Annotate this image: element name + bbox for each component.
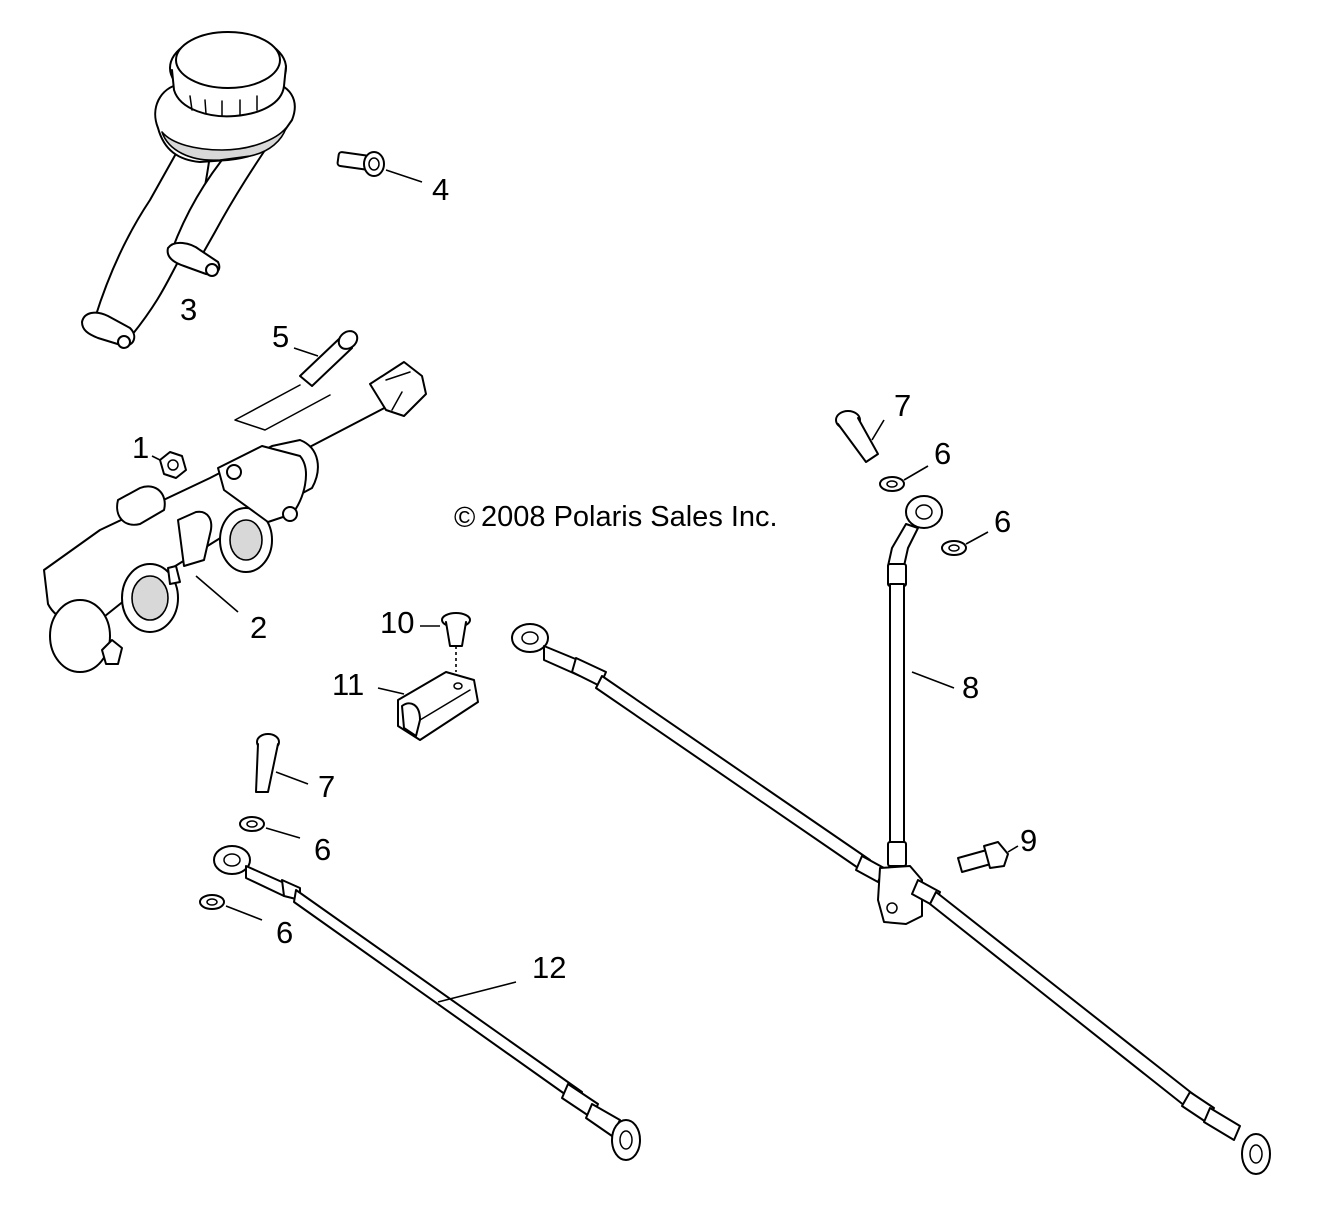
bolt-9 <box>957 841 1019 873</box>
washer-6-right-top <box>879 465 929 492</box>
callout-8: 8 <box>962 670 979 705</box>
callout-11: 11 <box>332 667 364 702</box>
callout-7-left: 7 <box>318 769 335 804</box>
callout-5: 5 <box>272 319 289 354</box>
copyright-symbol: © <box>454 502 475 534</box>
washer-6-right-side <box>941 531 989 556</box>
master-cylinder <box>43 361 427 673</box>
callout-12: 12 <box>532 950 566 985</box>
washer-6-left-top <box>239 816 301 839</box>
callout-1: 1 <box>132 430 149 465</box>
callout-7-right: 7 <box>894 388 911 423</box>
fitting-4 <box>336 151 423 183</box>
bolt-7-left <box>255 733 309 793</box>
callout-6-right-side: 6 <box>994 504 1011 539</box>
brake-line-8 <box>887 495 955 867</box>
callout-6-left-bottom: 6 <box>276 915 293 950</box>
callout-6-right-top: 6 <box>934 436 951 471</box>
screw-10 <box>420 612 471 672</box>
callout-9: 9 <box>1020 823 1037 858</box>
reservoir-hose-assembly <box>81 31 296 349</box>
nut-1 <box>151 451 187 479</box>
callout-3: 3 <box>180 292 197 327</box>
washer-6-left-bottom <box>199 894 263 921</box>
tee-block-assembly <box>511 623 1271 1175</box>
pin-5 <box>293 330 359 387</box>
callout-10: 10 <box>380 605 414 640</box>
bolt-7-right <box>835 410 885 463</box>
brake-line-12 <box>213 845 641 1161</box>
callout-6-left-top: 6 <box>314 832 331 867</box>
clip-11 <box>377 671 479 741</box>
callout-4: 4 <box>432 172 449 207</box>
copyright-text: 2008 Polaris Sales Inc. <box>481 501 778 533</box>
callout-2: 2 <box>250 610 267 645</box>
